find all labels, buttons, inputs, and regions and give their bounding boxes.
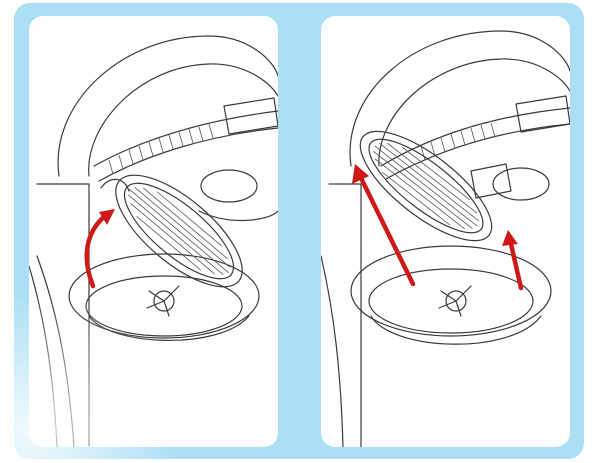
body-left-edge [329, 184, 361, 447]
pull-arrow-left [361, 178, 413, 284]
rim-ribs [109, 124, 213, 174]
pull-arrow-right-head [502, 230, 518, 246]
cup-1 [493, 168, 549, 200]
handle-inner [89, 64, 278, 176]
rim [94, 111, 278, 166]
rim-ribs [421, 123, 495, 160]
hinge [101, 179, 129, 191]
basin [69, 254, 259, 338]
step-2-illustration [321, 16, 570, 447]
step-1-panel [29, 16, 278, 447]
body-left-edge [37, 184, 89, 446]
handle-inner [379, 59, 570, 166]
filter-lid [99, 156, 260, 305]
handle-outer [58, 36, 278, 176]
cup-1 [201, 170, 257, 202]
filter-mesh [119, 177, 239, 285]
basin [351, 246, 551, 336]
step-2-panel [321, 16, 570, 447]
filter-lid [344, 113, 507, 259]
rim [381, 108, 570, 166]
step-1-illustration [29, 16, 278, 447]
